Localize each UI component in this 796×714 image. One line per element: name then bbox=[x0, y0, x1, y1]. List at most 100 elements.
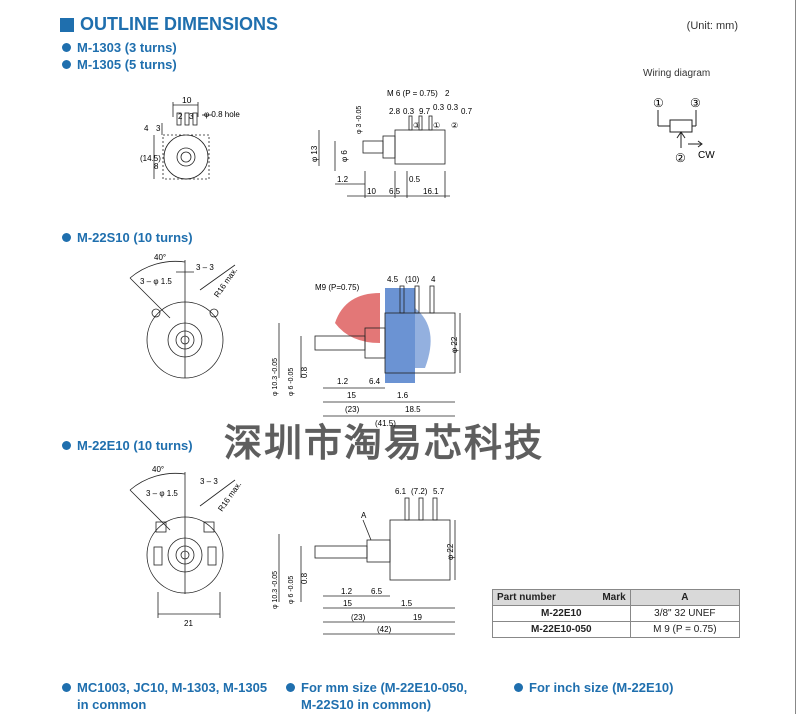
m1303-side-phi6: φ 6 bbox=[340, 150, 349, 162]
wiring-diagram: ① ③ ② CW bbox=[653, 96, 715, 165]
footer-col2-line2: M-22S10 in common) bbox=[301, 697, 432, 712]
m22s10-dim-15: 15 bbox=[347, 391, 356, 400]
m1303-side-dim-05: 0.5 bbox=[409, 175, 421, 184]
footer-col1-line1: MC1003, JC10, M-1303, M-1305 bbox=[77, 680, 268, 695]
m1303-side-dim-03c: 0.3 bbox=[447, 103, 459, 112]
m22e10-dim-15: 15 bbox=[343, 599, 352, 608]
page-title: OUTLINE DIMENSIONS bbox=[60, 14, 278, 35]
m22e10-angle: 40° bbox=[152, 465, 164, 474]
m1303-side-dim-12: 1.2 bbox=[337, 175, 349, 184]
table-cell-a: M 9 (P = 0.75) bbox=[629, 621, 741, 638]
m22s10-side-view: M9 (P=0.75) 4.5 (10) 4 φ 22 φ 10.3 -0.05… bbox=[272, 275, 461, 428]
table-cell-a: 3/8" 32 UNEF bbox=[629, 605, 741, 622]
bullet-icon bbox=[62, 441, 71, 450]
m1303-side-dim-2: 2 bbox=[445, 89, 450, 98]
footer-col1-line2: in common bbox=[77, 697, 147, 712]
table-row: M-22E10 3/8" 32 UNEF bbox=[492, 605, 741, 622]
footer-col1: MC1003, JC10, M-1303, M-1305 in common bbox=[62, 679, 267, 713]
m22e10-dim-72: (7.2) bbox=[411, 487, 428, 496]
m1303-front-view: 10 2 3 φ 0.8 hole 4 3 (14.5) 8 bbox=[140, 95, 240, 180]
m22s10-angle: 40° bbox=[154, 253, 166, 262]
footer-col3: For inch size (M-22E10) bbox=[514, 679, 673, 696]
table-cell-part: M-22E10-050 bbox=[492, 621, 631, 638]
m22e10-dim-15b: 1.5 bbox=[401, 599, 413, 608]
m22e10-phi103: φ 10.3 -0.05 bbox=[272, 571, 279, 609]
section-m1305-label: M-1305 (5 turns) bbox=[77, 57, 177, 72]
m22e10-hole: 3 – φ 1.5 bbox=[146, 489, 178, 498]
m22e10-dim-42: (42) bbox=[377, 625, 392, 634]
m22e10-dim-23: (23) bbox=[351, 613, 366, 622]
bullet-icon bbox=[62, 233, 71, 242]
m22e10-radius: R16 max. bbox=[216, 480, 243, 513]
bullet-icon bbox=[62, 60, 71, 69]
table-row: M-22E10-050 M 9 (P = 0.75) bbox=[492, 621, 741, 638]
m1303-dim-2: 2 bbox=[178, 112, 183, 121]
m22s10-phi22: φ 22 bbox=[450, 336, 459, 353]
m22e10-dim-61: 6.1 bbox=[395, 487, 407, 496]
m1303-side-dim-28: 2.8 bbox=[389, 107, 401, 116]
bullet-icon bbox=[62, 43, 71, 52]
m22s10-dim-45: 4.5 bbox=[387, 275, 399, 284]
m1303-side-phi13: φ 13 bbox=[310, 145, 319, 162]
table-header-a: A bbox=[629, 589, 741, 606]
wiring-pin1: ① bbox=[653, 96, 664, 110]
m1303-dim-10: 10 bbox=[182, 95, 192, 105]
wiring-pin2: ② bbox=[675, 151, 686, 165]
m1303-side-view: M 6 (P = 0.75) 2 2.8 0.3 9.7 0.3 0.3 0.7… bbox=[310, 89, 473, 198]
m22s10-dim-12: 1.2 bbox=[337, 377, 349, 386]
m22s10-phi103: φ 10.3 -0.05 bbox=[272, 358, 279, 396]
bullet-icon bbox=[286, 683, 295, 692]
section-m1303: M-1303 (3 turns) bbox=[62, 40, 177, 55]
section-m1305: M-1305 (5 turns) bbox=[62, 57, 177, 72]
m1303-dim-8: 8 bbox=[154, 162, 159, 171]
m1303-side-dim-97: 9.7 bbox=[419, 107, 431, 116]
m1303-side-dim-10: 10 bbox=[367, 187, 376, 196]
m22s10-dim-3-3: 3 – 3 bbox=[196, 263, 214, 272]
m22s10-phi6: φ 6 -0.05 bbox=[288, 368, 295, 396]
watermark-text: 深圳市淘易芯科技 bbox=[224, 420, 545, 465]
m22e10-dim-65: 6.5 bbox=[371, 587, 383, 596]
unit-note: (Unit: mm) bbox=[686, 20, 738, 32]
section-m22e10: M-22E10 (10 turns) bbox=[62, 438, 193, 453]
wiring-title: Wiring diagram bbox=[643, 68, 711, 79]
m22s10-m9: M9 (P=0.75) bbox=[315, 283, 360, 292]
m1303-side-dim-03a: 0.3 bbox=[403, 107, 415, 116]
section-m22s10-label: M-22S10 (10 turns) bbox=[77, 230, 193, 245]
m22e10-phi6: φ 6 -0.05 bbox=[288, 576, 295, 604]
m1303-side-dim-07: 0.7 bbox=[461, 107, 473, 116]
m1303-side-pin1: ① bbox=[433, 121, 440, 130]
m22s10-dim-64: 6.4 bbox=[369, 377, 381, 386]
m22s10-dim-16: 1.6 bbox=[397, 391, 409, 400]
m1303-side-pin2: ② bbox=[451, 121, 458, 130]
m22s10-front-view: 40° 3 – 3 3 – φ 1.5 R16 max. bbox=[129, 253, 239, 379]
footer-col3-line1: For inch size (M-22E10) bbox=[529, 680, 674, 695]
m22s10-hole: 3 – φ 1.5 bbox=[140, 277, 172, 286]
watermark-logo bbox=[335, 288, 431, 383]
m22e10-mark-a: A bbox=[361, 511, 367, 520]
m1303-dim-4: 4 bbox=[144, 124, 149, 133]
bullet-icon bbox=[514, 683, 523, 692]
m22s10-dim-185: 18.5 bbox=[405, 405, 421, 414]
m22e10-phi22: φ 22 bbox=[446, 543, 455, 560]
m1303-dim-3: 3 bbox=[189, 112, 194, 121]
m22s10-radius: R16 max. bbox=[212, 266, 239, 299]
m1303-dim-3b: 3 bbox=[156, 124, 161, 133]
m1303-side-pin3: ③ bbox=[413, 121, 420, 130]
title-square-icon bbox=[60, 17, 74, 32]
m22e10-dim-3-3: 3 – 3 bbox=[200, 477, 218, 486]
wiring-cw: CW bbox=[698, 150, 715, 161]
wiring-pin3: ③ bbox=[690, 96, 701, 110]
title-text: OUTLINE DIMENSIONS bbox=[80, 14, 279, 34]
table-cell-part: M-22E10 bbox=[492, 605, 631, 622]
m1303-side-phi3: φ 3 -0.05 bbox=[356, 106, 363, 134]
m22e10-dim-57: 5.7 bbox=[433, 487, 445, 496]
m22e10-dim-19: 19 bbox=[413, 613, 422, 622]
m22e10-front-view: 40° 3 – 3 3 – φ 1.5 R16 max. 21 bbox=[129, 465, 243, 628]
m1303-hole: φ 0.8 hole bbox=[204, 110, 240, 119]
bullet-icon bbox=[62, 683, 71, 692]
m1303-side-dim-161: 16.1 bbox=[423, 187, 439, 196]
m22s10-dim-08: 0.8 bbox=[300, 366, 309, 378]
